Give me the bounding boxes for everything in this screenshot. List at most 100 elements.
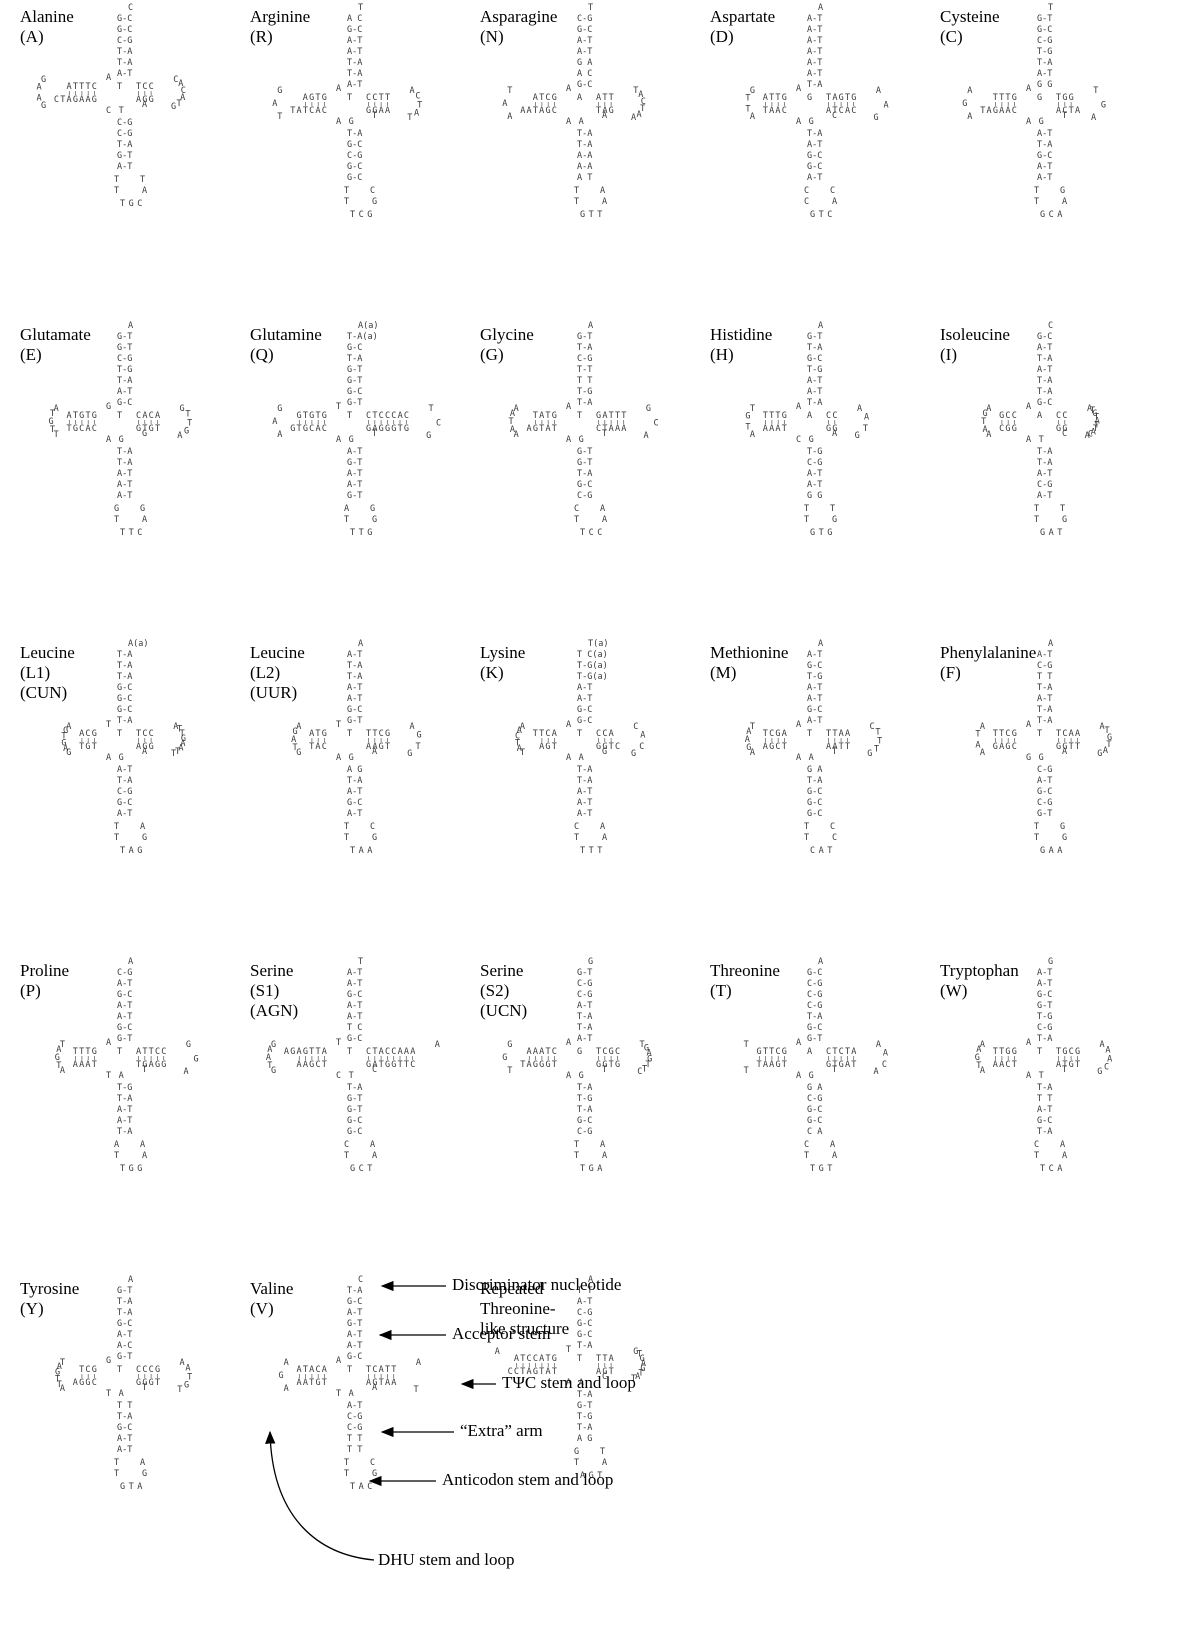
tpsi-stem-bottom: GG: [826, 424, 839, 434]
acceptor-stem-pair: A-T: [347, 1012, 362, 1022]
anticodon-stem-pair: T-A: [117, 447, 132, 457]
acceptor-stem-pair: A-T: [117, 979, 132, 989]
tpsi-stem-bonds: [368, 1374, 395, 1378]
acceptor-stem-pair: G-C: [117, 990, 132, 1000]
extra-arm-nucleotides: C G: [796, 435, 815, 445]
anticodon-stem-pair: A-T: [1037, 1105, 1052, 1115]
dhu-loop-nucleotide: A: [517, 726, 522, 736]
anticodon-loop-nucleotide: A: [140, 822, 145, 832]
acceptor-stem-pair: A-T: [577, 1001, 592, 1011]
dhu-stem-bonds: [68, 91, 95, 95]
dhu-loop-nucleotide: C: [515, 732, 520, 742]
acceptor-stem-pair: A-T: [577, 683, 592, 693]
dhu-stem-bottom: CTAGAAG: [54, 95, 98, 105]
anticodon-stem-pair: A-T: [347, 469, 362, 479]
acceptor-top-nucleotide: A: [818, 3, 823, 13]
dhu-loop-nucleotide: A: [57, 1362, 62, 1372]
acceptor-top-nucleotide: T: [588, 3, 593, 13]
extra-arm-nucleotides: A G: [796, 1071, 815, 1081]
anticodon-loop-nucleotide: T: [344, 1151, 349, 1161]
dhu-stem-bonds: [758, 1056, 785, 1060]
tpsi-loop-nucleotide: G: [1092, 409, 1097, 419]
tpsi-loop-nucleotide: T: [877, 736, 882, 746]
dhu-loop-nucleotide: A: [284, 1358, 289, 1368]
acceptor-stem-pair: C-G: [807, 1001, 822, 1011]
anticodon-loop-nucleotide: T: [344, 515, 349, 525]
anticodon-loop-nucleotide: T: [114, 1458, 119, 1468]
tpsi-stem-bonds: [138, 91, 152, 95]
anticodon-loop-nucleotide: T: [574, 1151, 579, 1161]
acceptor-stem-pair: G-C: [117, 25, 132, 35]
dhu-loop-nucleotide: A: [267, 1045, 272, 1055]
dhu-stem-top: TTCA: [533, 729, 558, 739]
anticodon-stem-pair: G-C: [347, 1116, 362, 1126]
tpsi-loop-nucleotide: T: [177, 1385, 182, 1395]
anticodon-loop-nucleotide: G: [1062, 515, 1067, 525]
anticodon-loop-nucleotide: C: [574, 822, 579, 832]
tpsi-loop-nucleotide: T: [1094, 412, 1099, 422]
dhu-loop-nucleotide: G: [49, 417, 54, 427]
acceptor-stem-pair: G-C: [117, 14, 132, 24]
amino-acid-name: Aspartate: [710, 7, 775, 26]
tpsi-stem-top: GATTT: [596, 411, 628, 421]
tpsi-loop-nucleotide: A: [410, 86, 415, 96]
tpsi-loop-nucleotide: G: [180, 404, 185, 414]
acceptor-stem-pair: A-T: [807, 716, 822, 726]
tpsi-loop-nucleotide: A: [644, 431, 649, 441]
anticodon-loop-nucleotide: T: [114, 833, 119, 843]
anticodon-loop-nucleotide: A: [142, 1151, 147, 1161]
tpsi-stem-top: CC: [1056, 411, 1069, 421]
trna-panel: Phenylalanine(F)AA-TC-GT TT-AA-TT-AT-AAT…: [940, 639, 1112, 856]
amino-acid-code: (A): [20, 27, 44, 46]
extra-arm-nucleotides: T A: [336, 1389, 355, 1399]
anticodon-loop-nucleotide: A: [600, 1140, 605, 1150]
tpsi-loop-nucleotide: T: [1093, 86, 1098, 96]
tpsi-stem-top: TCC: [136, 82, 155, 92]
dhu-stem-bottom: TAAGT: [757, 1060, 789, 1070]
dhu-stem-bottom: AGCT: [763, 742, 788, 752]
tpsi-loop-nucleotide: C: [181, 86, 186, 96]
junction-nucleotide: A: [566, 1038, 571, 1048]
acceptor-stem-pair: G-C: [347, 1297, 362, 1307]
acceptor-stem-pair: T-A: [577, 398, 592, 408]
dhu-stem-bonds: [311, 738, 325, 742]
acceptor-stem-pair: G-T: [117, 1034, 132, 1044]
dhu-stem-top: TTGG: [993, 1047, 1018, 1057]
anticodon-stem-pair: G-C: [807, 1116, 822, 1126]
dhu-loop-nucleotide: T: [745, 94, 750, 104]
anticodon-stem-pair: T-A: [577, 1105, 592, 1115]
anticodon-stem-pair: T-A: [1037, 447, 1052, 457]
tpsi-loop-nucleotide: G: [867, 749, 872, 759]
anticodon-stem-pair: A G: [347, 765, 362, 775]
acceptor-stem-pair: A-T: [1037, 979, 1052, 989]
anticodon-loop-nucleotide: A: [832, 1151, 837, 1161]
tpsi-stem-top: TCGC: [596, 1047, 621, 1057]
acceptor-stem-pair: T C(a): [577, 650, 608, 660]
acceptor-stem-pair: C-G: [577, 990, 592, 1000]
anticodon-stem-pair: C-G: [1037, 480, 1052, 490]
extra-arm-nucleotides: T A: [106, 1071, 125, 1081]
acceptor-stem-pair: G-T: [807, 1034, 822, 1044]
tpsi-loop-nucleotide: A: [1095, 416, 1100, 426]
dhu-stem-bonds: [765, 420, 785, 424]
acceptor-stem-pair: A-T: [117, 1001, 132, 1011]
anticodon-stem-pair: T-A: [577, 1423, 592, 1433]
tpsi-loop-nucleotide: G: [644, 1043, 649, 1053]
dhu-loop-nucleotide: T: [60, 1040, 65, 1050]
anticodon-stem-pair: T-A: [117, 140, 132, 150]
anticodon-stem-pair: T-A: [1037, 1127, 1052, 1137]
anticodon-stem-pair: T-A: [577, 776, 592, 786]
anticodon-stem-pair: A-T: [117, 1434, 132, 1444]
tpsi-loop-nucleotide: T: [407, 113, 412, 123]
anticodon-loop-nucleotide: A: [832, 197, 837, 207]
anticodon-loop-nucleotide: G: [1060, 186, 1065, 196]
acceptor-stem-pair: G-C: [1037, 990, 1052, 1000]
acceptor-stem-pair: A-T: [807, 650, 822, 660]
dhu-loop-nucleotide: A: [967, 86, 972, 96]
dhu-stem-bottom: TGCAC: [67, 424, 99, 434]
acceptor-stem-pair: A-T: [347, 968, 362, 978]
tpsi-loop-nucleotide: T: [1105, 726, 1110, 736]
